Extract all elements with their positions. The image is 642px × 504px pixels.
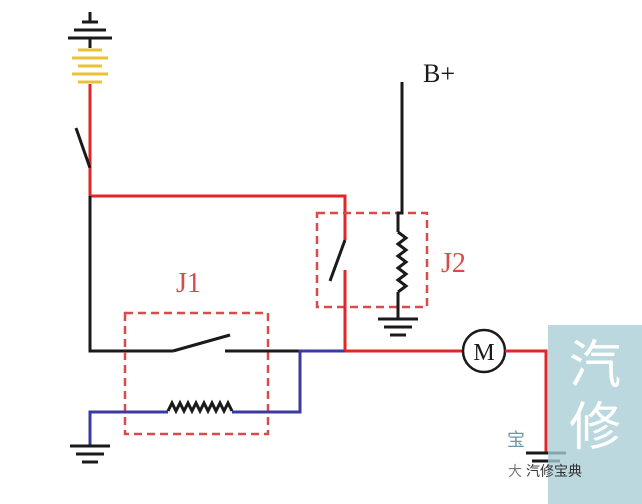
relay-j2-coil-icon <box>395 230 409 294</box>
left-black-control-wire <box>88 196 173 353</box>
relay-j2-box <box>315 211 429 309</box>
watermark-side-char: 宝 <box>507 430 525 451</box>
motor-to-ground-wire <box>505 349 548 452</box>
relay-j2-switch-blade <box>328 239 347 282</box>
label-j2: J2 <box>441 248 466 279</box>
relay-j1-box <box>123 311 270 436</box>
battery-symbol <box>72 48 108 84</box>
bottom-left-ground-symbol <box>70 444 110 464</box>
watermark-caption-text: 汽修宝典 <box>526 463 582 479</box>
top-ground-symbol <box>68 12 112 40</box>
watermark-char-2: 修 <box>568 398 621 458</box>
j2-ground-symbol <box>378 317 418 337</box>
blue-coil-return-wire <box>232 349 345 414</box>
watermark-background <box>548 325 642 504</box>
relay-j1-switch-blade <box>172 333 231 353</box>
label-motor: M <box>473 340 494 366</box>
main-red-feed-wire <box>90 194 347 240</box>
b-plus-supply-wire <box>396 82 404 232</box>
ignition-switch-blade <box>74 127 92 169</box>
watermark-caption: 大汽修宝典 <box>508 459 642 483</box>
watermark-char-1: 汽 <box>568 336 621 396</box>
label-j1: J1 <box>176 268 201 299</box>
watermark-caption-prefix: 大 <box>508 463 522 479</box>
blue-coil-wire <box>88 410 168 445</box>
label-b-plus: B+ <box>423 59 455 88</box>
relay-j1-coil-icon <box>166 399 234 415</box>
